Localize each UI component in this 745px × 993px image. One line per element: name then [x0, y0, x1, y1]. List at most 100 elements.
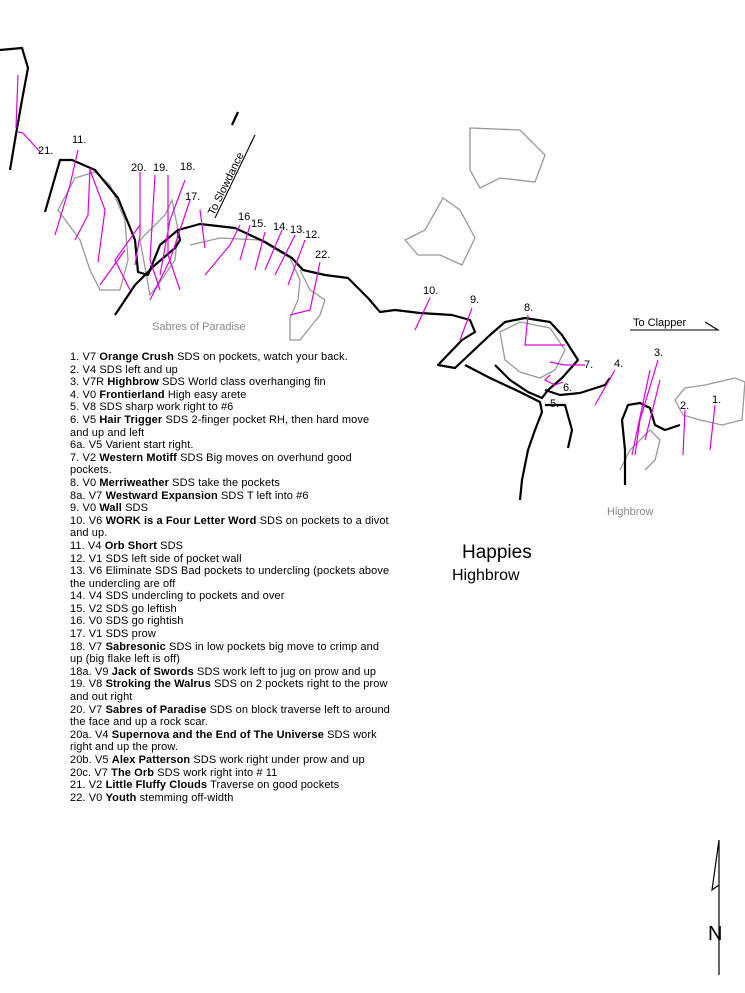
- route-labels: 1. 2. 3. 4. 5. 6. 7. 8. 9. 10. 11. 12. 1…: [38, 134, 721, 412]
- legend-item: 10. V6 WORK is a Four Letter Word SDS on…: [70, 515, 390, 540]
- route-marker-9: 9.: [470, 294, 479, 306]
- route-id-grade: 20c. V7: [70, 766, 112, 779]
- route-desc: SDS work right into # 11: [157, 766, 278, 779]
- route-id-grade: 3. V7R: [70, 376, 108, 389]
- route-name: Frontierland: [99, 388, 165, 401]
- route-marker-4: 4.: [614, 358, 623, 370]
- legend-item: 6a. V5 Varient start right.: [70, 439, 390, 452]
- route-id-grade: 1. V7: [70, 351, 100, 363]
- cliff-outline: [545, 403, 574, 449]
- route-marker-7: 7.: [584, 359, 593, 371]
- route-marker-12: 12.: [305, 229, 320, 241]
- route-id-grade: 22. V0: [70, 791, 106, 804]
- route-name: Stroking the Walrus: [105, 678, 211, 691]
- route-id-grade: 9. V0: [70, 502, 100, 515]
- route-id-grade: 20b. V5: [70, 754, 112, 766]
- route-id-grade: 14. V4: [70, 590, 106, 603]
- cliff-outline: [231, 111, 239, 126]
- route-id-grade: 18. V7: [70, 640, 106, 653]
- legend-item: 5. V8 SDS sharp work right to #6: [70, 401, 390, 414]
- route-name: Westward Expansion: [105, 489, 218, 502]
- legend-item: 18a. V9 Jack of Swords SDS work left to …: [70, 666, 390, 679]
- route-marker-8: 8.: [524, 302, 533, 314]
- north-label: N: [708, 923, 722, 945]
- legend-item: 20c. V7 The Orb SDS work right into # 11: [70, 767, 390, 780]
- route-name: Highbrow: [107, 376, 159, 389]
- north-arrow: N: [708, 839, 722, 975]
- route-desc: SDS on pockets to a divot and up.: [70, 514, 389, 540]
- north-arrow-icon: [711, 839, 720, 975]
- legend-item: 16. V0 SDS go rightish: [70, 615, 390, 628]
- to-slowdance-arrow: To Slowdance: [206, 134, 256, 219]
- legend-item: 20b. V5 Alex Patterson SDS work right un…: [70, 754, 390, 767]
- route-desc: SDS World class overhanging fin: [162, 376, 326, 389]
- route-marker-2: 2.: [680, 400, 689, 412]
- route-desc: SDS on pockets, watch your back.: [177, 351, 348, 363]
- legend-item: 8. V0 Merriweather SDS take the pockets: [70, 477, 390, 490]
- route-id-grade: 5. V8: [70, 401, 100, 414]
- route-desc: SDS T left into #6: [220, 489, 309, 502]
- route-line: [414, 297, 473, 341]
- route-line: [54, 149, 106, 263]
- route-desc: SDS undercling to pockets and over: [105, 590, 285, 603]
- route-name: Wall: [99, 502, 122, 515]
- to-clapper-label: To Clapper: [633, 317, 687, 329]
- route-name: Youth: [105, 791, 137, 804]
- route-line: [524, 314, 585, 386]
- legend-item: 20a. V4 Supernova and the End of The Uni…: [70, 729, 390, 754]
- route-marker-6: 6.: [563, 382, 572, 394]
- legend-item: 7. V2 Western Motiff SDS Big moves on ov…: [70, 452, 390, 477]
- route-legend: 1. V7 Orange Crush SDS on pockets, watch…: [70, 351, 390, 804]
- legend-item: 6. V5 Hair Trigger SDS 2-finger pocket R…: [70, 414, 390, 439]
- route-marker-11: 11.: [72, 134, 86, 146]
- route-desc: Eliminate SDS Bad pockets to undercling …: [70, 565, 390, 590]
- boulder-outline: [674, 377, 745, 426]
- route-desc: SDS work right and up the prow.: [70, 728, 377, 754]
- route-desc: SDS go rightish: [105, 615, 184, 628]
- route-desc: SDS prow: [105, 628, 156, 641]
- cliff-outline: [620, 401, 681, 485]
- route-name: Sabres of Paradise: [105, 703, 207, 716]
- boulder-outline: [403, 197, 476, 266]
- map-subtitle: Highbrow: [452, 567, 520, 584]
- route-desc: SDS on 2 pockets right to the prow and o…: [70, 678, 388, 704]
- route-line: [204, 224, 321, 316]
- route-id-grade: 13. V6: [70, 565, 106, 578]
- route-id-grade: 4. V0: [70, 388, 100, 401]
- route-line: [99, 199, 206, 301]
- route-id-grade: 16. V0: [70, 615, 106, 628]
- route-desc: SDS work right under prow and up: [193, 754, 365, 766]
- cliff-outlines: [0, 46, 681, 501]
- legend-item: 8a. V7 Westward Expansion SDS T left int…: [70, 490, 390, 503]
- legend-item: 18. V7 Sabresonic SDS in low pockets big…: [70, 641, 390, 666]
- route-id-grade: 17. V1: [70, 628, 106, 641]
- boulder-outline: [499, 321, 566, 379]
- route-id-grade: 6. V5: [70, 413, 100, 426]
- route-desc: SDS take the pockets: [172, 476, 280, 489]
- route-marker-3: 3.: [654, 347, 663, 359]
- route-marker-19: 19.: [153, 162, 168, 174]
- legend-item: 4. V0 Frontierland High easy arete: [70, 389, 390, 402]
- cliff-outline: [43, 158, 580, 400]
- route-name: Hair Trigger: [99, 413, 163, 426]
- route-marker-20: 20.: [131, 162, 146, 174]
- route-id-grade: 20a. V4: [70, 728, 112, 741]
- route-line: [594, 359, 661, 456]
- route-id-grade: 8. V0: [70, 476, 100, 489]
- route-desc: SDS work left to jug on prow and up: [197, 665, 377, 678]
- route-desc: High easy arete: [167, 388, 247, 401]
- route-marker-18: 18.: [180, 161, 195, 173]
- route-marker-17: 17.: [185, 191, 200, 203]
- legend-item: 21. V2 Little Fluffy Clouds Traverse on …: [70, 779, 390, 792]
- route-desc: SDS Big moves on overhund good pockets.: [70, 451, 352, 477]
- route-line: [15, 74, 41, 153]
- route-name: WORK is a Four Letter Word: [105, 514, 257, 527]
- legend-item: 17. V1 SDS prow: [70, 628, 390, 641]
- boulder-outline: [57, 171, 129, 291]
- legend-item: 1. V7 Orange Crush SDS on pockets, watch…: [70, 351, 390, 364]
- route-marker-1: 1.: [712, 394, 721, 406]
- route-marker-10: 10.: [423, 285, 438, 297]
- route-desc: SDS left side of pocket wall: [105, 552, 242, 565]
- route-desc: SDS: [125, 502, 149, 515]
- route-id-grade: 20. V7: [70, 703, 106, 716]
